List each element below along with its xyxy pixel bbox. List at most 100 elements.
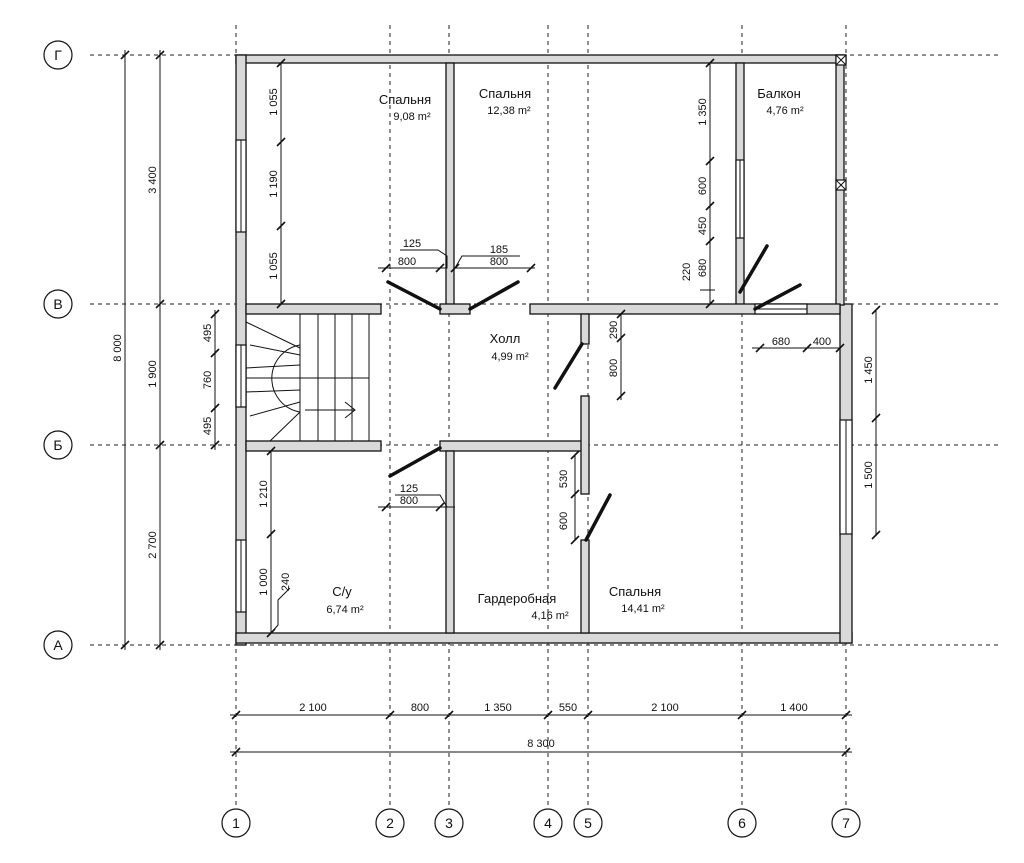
axis-label-row-b: Б — [53, 437, 62, 453]
room-name: Гардеробная — [478, 591, 557, 606]
walls — [235, 54, 853, 646]
axis-label-row-v: В — [53, 296, 62, 312]
dim-wardrobe-wall-2: 600 — [558, 512, 570, 530]
interior-dimension-ticks — [266, 58, 881, 638]
interior-dimension-labels: 1 055 1 190 1 055 1 210 1 000 240 125 80… — [258, 88, 875, 596]
axis-label-col-5: 5 — [584, 815, 592, 831]
dim-bed1-wall-2: 1 190 — [268, 170, 280, 198]
bottom-dimensions — [230, 710, 852, 757]
dim-right-outer-2: 1 500 — [863, 461, 875, 489]
room-name: Спальня — [479, 86, 531, 101]
dim-left-2: 1 900 — [147, 360, 159, 388]
dim-stair-3: 495 — [202, 417, 214, 435]
room-name: С/у — [332, 584, 352, 599]
dim-door-lower-2: 800 — [400, 495, 418, 507]
room-labels: Спальня 9,08 m² Спальня 12,38 m² Балкон … — [326, 86, 804, 622]
door-hall-bed3 — [553, 342, 584, 390]
left-dimensions — [120, 50, 220, 650]
windows — [235, 54, 853, 613]
door-bed1 — [386, 280, 442, 311]
room-balcony: Балкон 4,76 m² — [757, 86, 804, 117]
dim-wardrobe-wall-1: 530 — [558, 470, 570, 488]
axis-label-col-3: 3 — [445, 815, 453, 831]
wall-bath-wardrobe — [445, 450, 455, 634]
dim-hall-right-2: 800 — [608, 359, 620, 377]
outer-wall-top — [235, 54, 847, 64]
dim-bath-wall-1: 1 210 — [258, 480, 270, 508]
axis-marker-col-7: 7 — [831, 808, 861, 838]
doors — [386, 244, 802, 542]
dim-bed2-door-2: 680 — [697, 259, 709, 277]
room-name: Балкон — [757, 86, 801, 101]
room-name: Холл — [490, 331, 521, 346]
axis-label-col-1: 1 — [232, 815, 240, 831]
room-name: Спальня — [379, 92, 431, 107]
wall-hall-top — [529, 303, 841, 315]
axis-marker-col-5: 5 — [573, 808, 603, 838]
axis-marker-col-6: 6 — [727, 808, 757, 838]
axis-marker-col-1: 1 — [221, 808, 251, 838]
row-axis-markers: Г В Б А — [43, 40, 73, 660]
wall-stair-bottom — [245, 440, 382, 452]
outer-wall-bottom — [235, 632, 853, 644]
room-bedroom-3: Спальня 14,41 m² — [609, 584, 665, 615]
axis-marker-col-4: 4 — [533, 808, 563, 838]
dim-bottom-2: 800 — [411, 702, 429, 714]
dim-bath-240: 240 — [280, 573, 292, 591]
axis-marker-row-g: Г — [43, 40, 73, 70]
dim-bottom-5: 2 100 — [651, 702, 679, 714]
dim-door-top-right-1: 185 — [490, 244, 508, 256]
staircase — [245, 314, 370, 442]
wall-bed1-bed2 — [445, 62, 455, 314]
dim-total-height: 8 000 — [112, 334, 124, 362]
axis-grid — [90, 25, 1000, 805]
dim-total-width: 8 300 — [527, 738, 555, 750]
dim-right-outer-1: 1 450 — [863, 356, 875, 384]
room-area: 9,08 m² — [393, 111, 431, 123]
wall-stair-top — [245, 303, 382, 315]
dim-left-3: 2 700 — [147, 531, 159, 559]
room-bathroom: С/у 6,74 m² — [326, 584, 364, 616]
dim-stair-1: 495 — [202, 324, 214, 342]
dim-hall-right-1: 290 — [608, 321, 620, 339]
axis-marker-col-3: 3 — [434, 808, 464, 838]
room-area: 4,99 m² — [491, 351, 529, 363]
room-hall: Холл 4,99 m² — [490, 331, 529, 363]
dim-bottom-1: 2 100 — [299, 702, 327, 714]
room-name: Спальня — [609, 584, 661, 599]
dim-stair-2: 760 — [202, 371, 214, 389]
axis-marker-row-a: А — [43, 630, 73, 660]
room-area: 12,38 m² — [487, 105, 531, 117]
room-area: 4,16 m² — [531, 610, 569, 622]
door-balcony — [753, 283, 802, 311]
wall-hall-right-upper — [580, 313, 590, 345]
room-area: 6,74 m² — [326, 604, 364, 616]
axis-marker-row-b: Б — [43, 430, 73, 460]
axis-label-row-g: Г — [54, 47, 62, 63]
room-area: 14,41 m² — [621, 603, 665, 615]
wall-hall-bottom — [439, 440, 586, 452]
room-bedroom-2: Спальня 12,38 m² — [479, 86, 531, 117]
axis-label-col-2: 2 — [386, 815, 394, 831]
dim-bed2-right-1: 1 350 — [697, 98, 709, 126]
dim-bed2-door-1: 220 — [681, 263, 693, 281]
dim-bottom-4: 550 — [559, 702, 577, 714]
axis-marker-col-2: 2 — [375, 808, 405, 838]
bottom-dimension-labels: 2 100 800 1 350 550 2 100 1 400 8 300 — [299, 702, 808, 750]
dim-bed1-wall-1: 1 055 — [268, 88, 280, 116]
door-wardrobe — [584, 493, 612, 542]
door-bathroom — [388, 446, 442, 478]
door-bed2 — [468, 280, 520, 311]
dim-door-top-right-2: 800 — [490, 256, 508, 268]
axis-label-col-4: 4 — [544, 815, 552, 831]
dim-bath-wall-2: 1 000 — [258, 568, 270, 596]
dim-door-lower-1: 125 — [400, 483, 418, 495]
axis-label-row-a: А — [53, 637, 63, 653]
dim-balcony-door-1: 680 — [772, 336, 790, 348]
dim-door-top-left-1: 125 — [403, 238, 421, 250]
wall-hall-right-mid — [580, 395, 590, 495]
interior-dimensions — [270, 63, 877, 634]
dim-bed2-right-3: 450 — [697, 217, 709, 235]
room-area: 4,76 m² — [766, 105, 804, 117]
